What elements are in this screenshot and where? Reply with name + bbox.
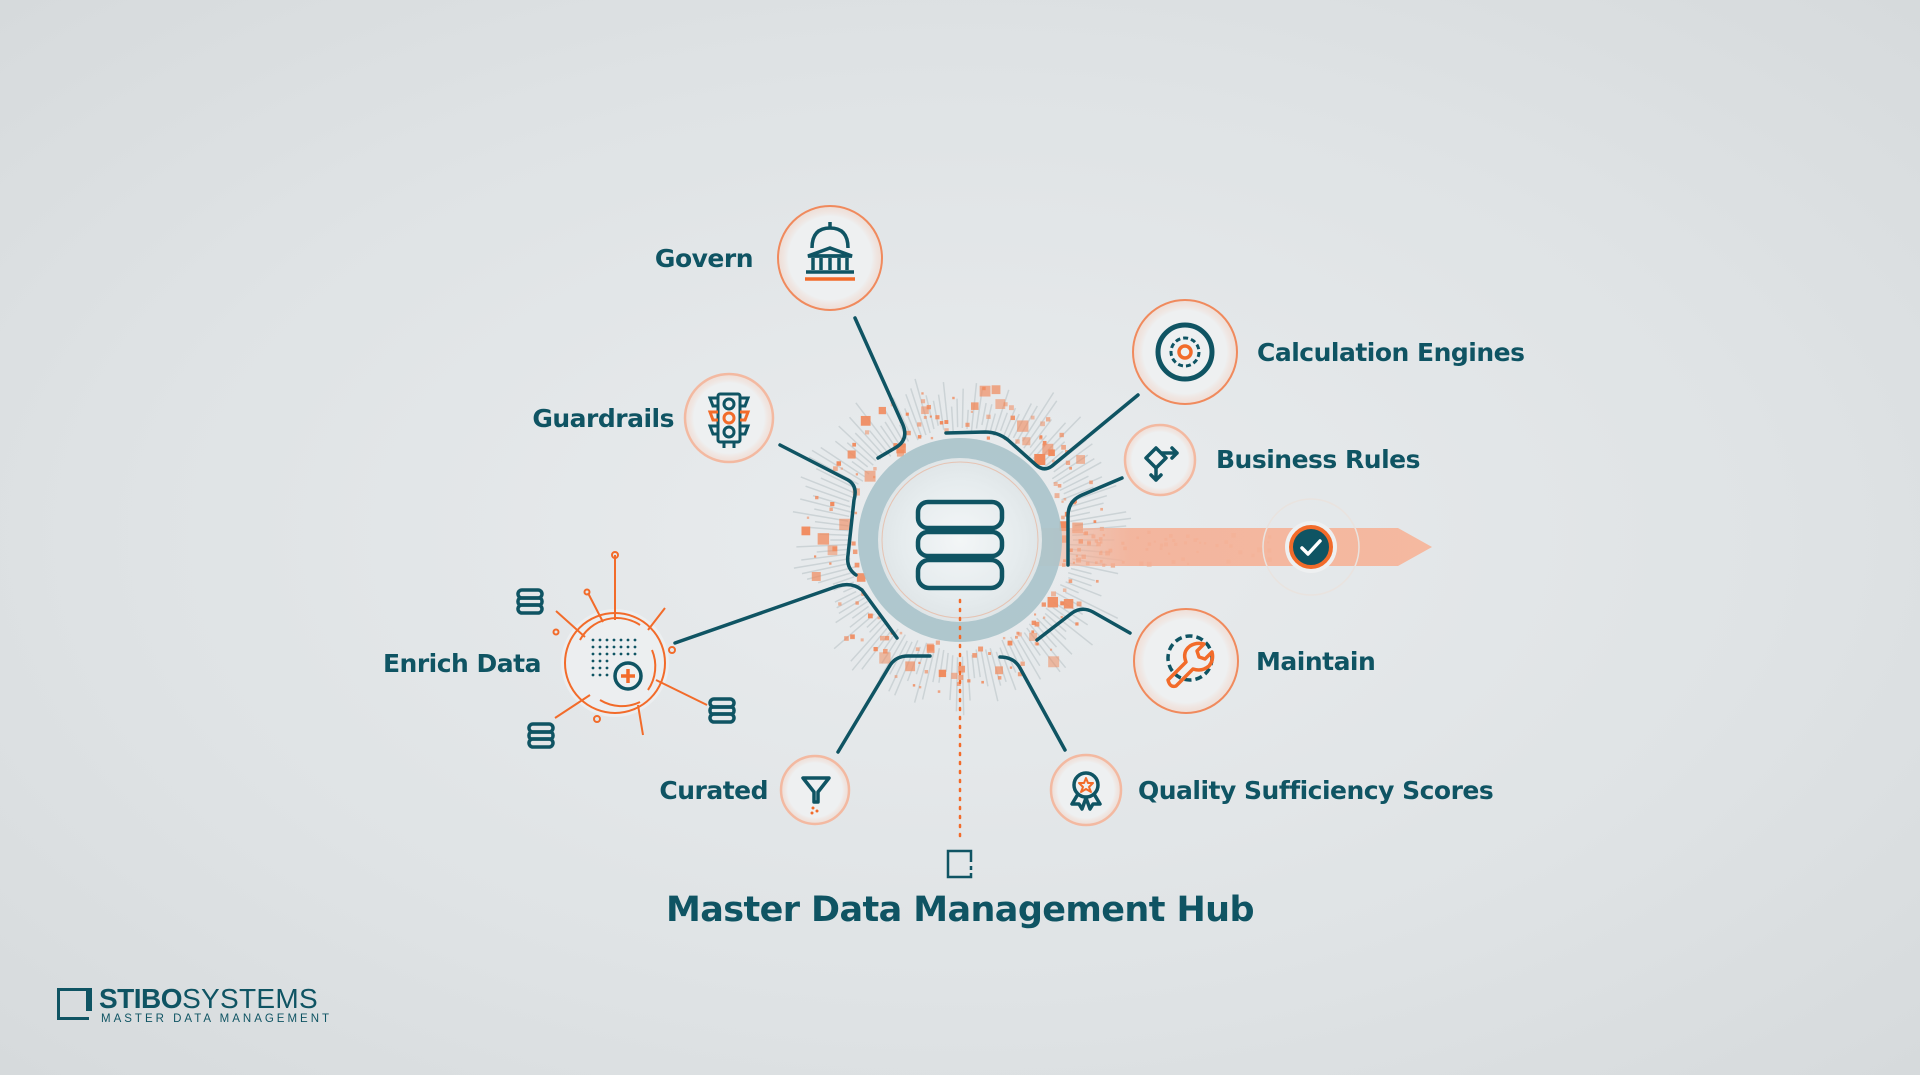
node-calculation-engines[interactable]	[1132, 299, 1238, 405]
node-business-rules[interactable]	[1123, 423, 1197, 497]
label-enrich-data: Enrich Data	[382, 649, 542, 678]
node-curated[interactable]	[779, 754, 851, 826]
label-calculation-engines: Calculation Engines	[1257, 338, 1525, 367]
node-maintain[interactable]	[1133, 608, 1239, 714]
label-quality-sufficiency-scores: Quality Sufficiency Scores	[1138, 776, 1494, 805]
funnel-icon	[801, 776, 831, 815]
label-maintain: Maintain	[1256, 647, 1376, 676]
mdm-square-icon	[946, 849, 973, 879]
label-business-rules: Business Rules	[1216, 445, 1420, 474]
diagram-title: Master Data Management Hub	[666, 890, 1254, 930]
database-mini-icon	[516, 588, 736, 749]
gear-wrench-icon	[1166, 634, 1215, 689]
traffic-light-icon	[707, 392, 751, 448]
checkmark-icon	[1300, 539, 1322, 556]
hub[interactable]	[858, 438, 1062, 642]
logo-square-icon	[57, 988, 92, 1020]
label-govern: Govern	[654, 244, 754, 273]
logo-brand-light: SYSTEMS	[182, 983, 318, 1014]
logo-tagline: MASTER DATA MANAGEMENT	[101, 1013, 333, 1025]
capitol-building-icon	[805, 222, 855, 281]
label-guardrails: Guardrails	[532, 404, 674, 433]
logo-wordmark: STIBOSYSTEMS	[99, 985, 318, 1013]
grid-plus-icon	[591, 638, 643, 691]
output-arrow	[1030, 498, 1432, 596]
logo-brand-bold: STIBO	[99, 983, 183, 1014]
label-curated: Curated	[659, 776, 768, 805]
connector-lines	[673, 316, 1140, 754]
output-check-badge[interactable]	[1289, 525, 1333, 569]
node-quality-sufficiency-scores[interactable]	[1049, 753, 1123, 827]
node-govern[interactable]	[777, 205, 883, 311]
award-ribbon-icon	[1070, 771, 1102, 811]
database-icon	[915, 499, 1005, 591]
gear-icon	[1169, 336, 1201, 368]
gear-outer-ring	[1155, 322, 1215, 382]
node-guardrails[interactable]	[683, 372, 775, 464]
node-enrich-data[interactable]	[516, 551, 736, 749]
decision-arrows-icon	[1144, 446, 1179, 482]
